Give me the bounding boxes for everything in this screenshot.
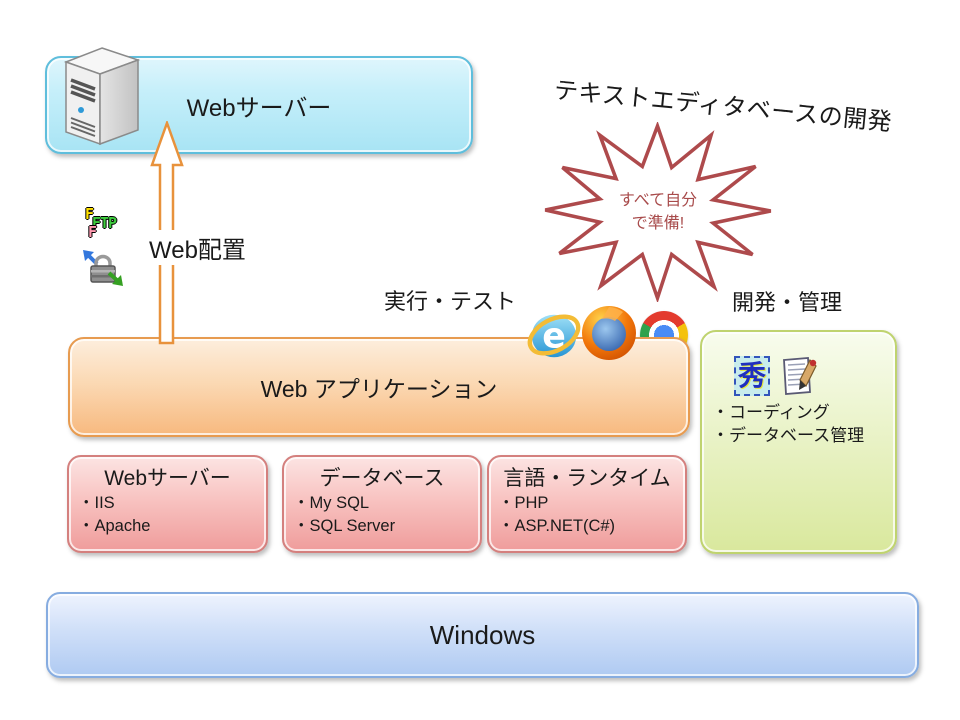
dev-tools-bullets: ・コーディング ・データベース管理: [712, 401, 864, 447]
svg-text:e: e: [542, 317, 566, 357]
dev-manage-label: 開発・管理: [732, 290, 843, 315]
hidemaru-editor-icon: 秀: [734, 356, 770, 396]
web-deploy-label: Web配置: [146, 230, 249, 265]
stack-box-title: Webサーバー: [104, 467, 231, 490]
internet-explorer-icon: e: [525, 306, 583, 364]
windows-box: Windows: [46, 592, 919, 678]
windows-box-label: Windows: [429, 619, 536, 650]
burst-outline: [544, 120, 772, 304]
stack-box-language-runtime: 言語・ランタイム ・PHP ・ASP.NET(C#): [487, 455, 687, 553]
ffftp-icon: F FTP F: [85, 205, 117, 241]
stack-box-item: ・PHP: [498, 494, 549, 512]
stack-box-item: ・ASP.NET(C#): [498, 517, 616, 535]
stack-box-item: ・Apache: [78, 517, 151, 535]
firefox-icon: [579, 303, 639, 363]
stack-box-title: 言語・ランタイム: [503, 467, 671, 490]
run-test-label: 実行・テスト: [384, 289, 517, 314]
dev-tools-bullet: ・コーディング: [712, 403, 830, 422]
stack-box-item: ・My SQL: [293, 494, 370, 512]
stack-box-item: ・SQL Server: [293, 517, 396, 535]
server-tower-icon: [60, 44, 144, 148]
web-app-box-label: Web アプリケーション: [260, 376, 498, 402]
burst-text: すべて自分 で準備!: [618, 191, 698, 232]
burst-shape: すべて自分 で準備!: [538, 120, 778, 304]
winscp-lock-transfer-icon: [82, 249, 124, 287]
stack-box-webserver: Webサーバー ・IIS ・Apache: [67, 455, 268, 553]
stack-box-title: データベース: [319, 467, 445, 490]
dev-tools-bullet: ・データベース管理: [712, 426, 865, 445]
notepad-pencil-icon: [778, 354, 818, 398]
web-server-box-label: Webサーバー: [186, 94, 332, 122]
web-app-box: Web アプリケーション: [68, 337, 690, 437]
stack-box-database: データベース ・My SQL ・SQL Server: [282, 455, 482, 553]
stack-box-item: ・IIS: [78, 494, 115, 512]
